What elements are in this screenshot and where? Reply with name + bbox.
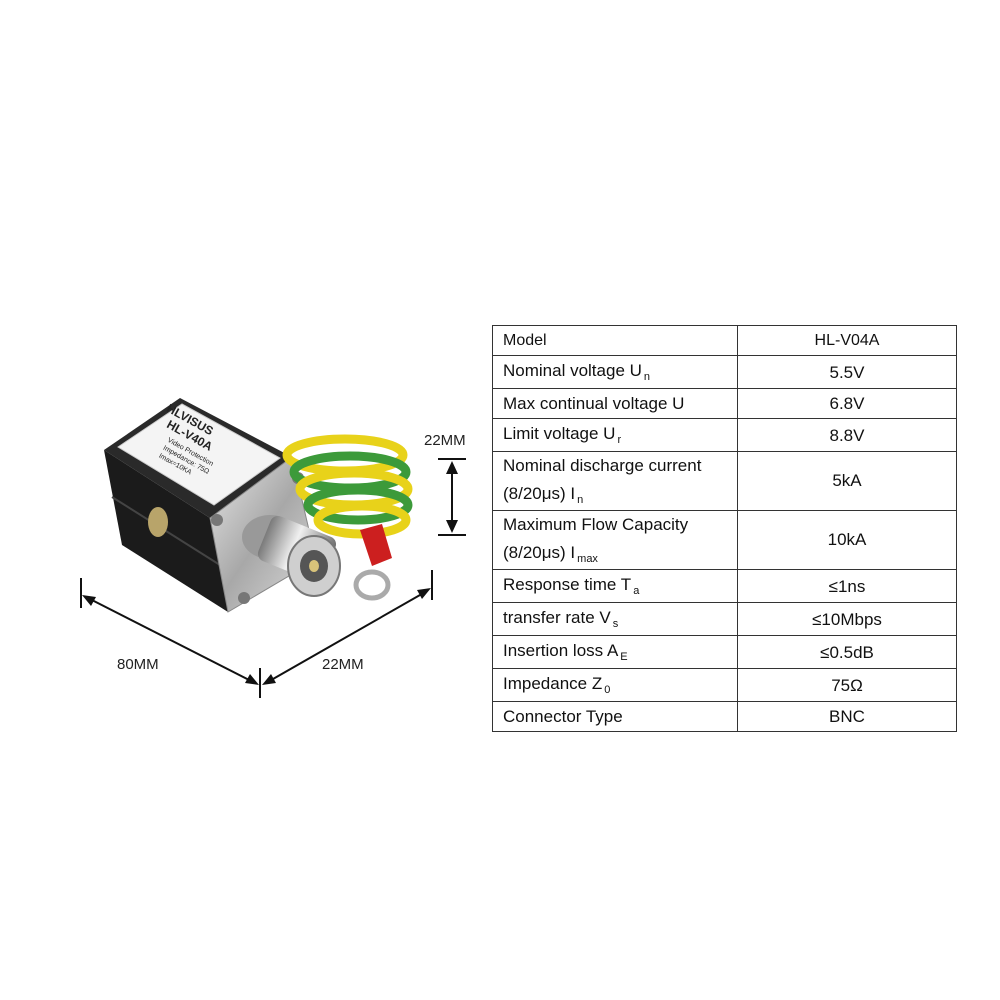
param-subscript: n (577, 494, 584, 506)
table-row: Max continual voltage U 6.8V (492, 388, 957, 419)
header-param-cell: Model (492, 325, 738, 356)
param-text: transfer rate V (503, 608, 611, 627)
dimension-width-label: 22MM (322, 656, 364, 673)
param-text: Nominal discharge current (503, 456, 702, 475)
param-text: Maximum Flow Capacity (503, 515, 689, 534)
param-subscript: 0 (604, 684, 611, 696)
param-subscript: r (617, 434, 622, 446)
surge-protector-illustration: HLVISUS HL-V40A Video Protection Impedan… (80, 398, 466, 698)
param-cell: Connector Type (492, 701, 738, 732)
table-header-row: Model HL-V04A (492, 325, 957, 356)
ring-terminal (353, 569, 391, 601)
value-cell: BNC (737, 701, 957, 732)
value-cell: 10kA (737, 510, 957, 570)
value-cell: 8.8V (737, 418, 957, 452)
value-cell: 5.5V (737, 355, 957, 389)
param-subscript: s (612, 618, 619, 630)
param-subscript: max (577, 553, 598, 565)
value-cell: ≤1ns (737, 569, 957, 603)
side-sticker (148, 507, 168, 537)
dimension-height-label: 22MM (424, 432, 466, 449)
param-subscript: E (620, 651, 628, 663)
value-cell: ≤0.5dB (737, 635, 957, 669)
param-text: Nominal voltage U (503, 361, 642, 380)
param-text: Insertion loss A (503, 641, 619, 660)
param-text-line2: (8/20μs) I (503, 543, 576, 562)
product-label (117, 403, 281, 506)
dimension-arrows (80, 458, 466, 698)
param-text: Limit voltage U (503, 424, 616, 443)
param-text: Response time T (503, 575, 632, 594)
param-subscript: a (633, 585, 640, 597)
header-value-cell: HL-V04A (737, 325, 957, 356)
screw-1 (211, 514, 223, 526)
param-text-line2: (8/20μs) I (503, 484, 576, 503)
param-text: Impedance Z (503, 674, 603, 693)
param-cell: Max continual voltage U (492, 388, 738, 419)
value-cell: 6.8V (737, 388, 957, 419)
red-lug (360, 524, 392, 566)
screw-3 (238, 592, 250, 604)
table-row: Connector Type BNC (492, 701, 957, 732)
value-cell: ≤10Mbps (737, 602, 957, 636)
param-text: Connector Type (503, 707, 623, 726)
dimension-length-label: 80MM (117, 656, 159, 673)
param-subscript: n (643, 371, 651, 383)
bnc-connector (242, 515, 341, 597)
ground-wire-coil (282, 434, 413, 539)
value-cell: 5kA (737, 451, 957, 511)
value-cell: 75Ω (737, 668, 957, 702)
param-text: Max continual voltage U (503, 394, 685, 413)
product-photo: HLVISUS HL-V40A Video Protection Impedan… (0, 0, 480, 1000)
